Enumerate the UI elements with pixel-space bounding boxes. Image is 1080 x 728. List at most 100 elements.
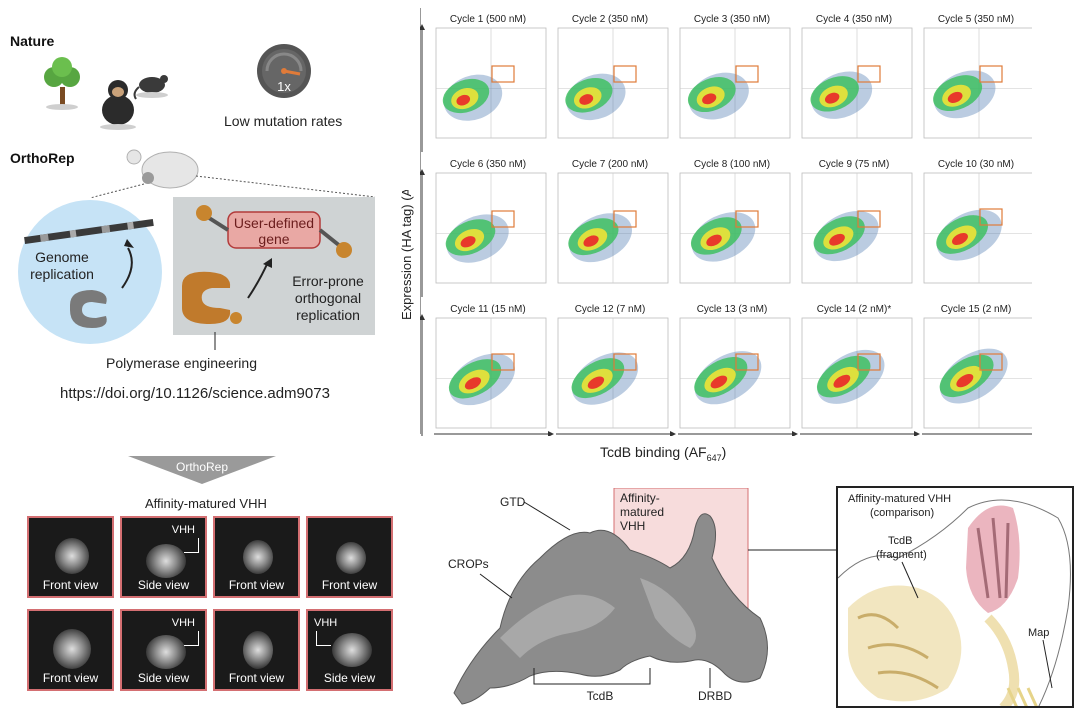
cycle-title: Cycle 15 (2 nM) xyxy=(941,304,1012,315)
flow-plot: Cycle 7 (200 nM) xyxy=(557,159,669,284)
orthorep-diagram: Genome replication User-defined gene Err… xyxy=(18,149,376,350)
flow-plot: Cycle 3 (350 nM) xyxy=(679,14,791,139)
cryo-image-4: Front view xyxy=(306,516,393,598)
cycle-title: Cycle 10 (30 nM) xyxy=(938,159,1014,170)
gate-box xyxy=(735,353,759,371)
flow-plot: Cycle 8 (100 nM) xyxy=(679,159,791,284)
flow-plot: Cycle 15 (2 nM) xyxy=(923,304,1035,429)
genome-label-2: replication xyxy=(30,266,94,282)
low-mutation-label: Low mutation rates xyxy=(224,113,343,129)
tree-icon xyxy=(44,57,80,110)
cycle-title: Cycle 11 (15 nM) xyxy=(450,304,525,315)
cryo-image-2: VHH Side view xyxy=(120,516,207,598)
vhh-label: VHH xyxy=(171,617,195,629)
mutation-gauge-icon: 1x xyxy=(257,44,311,98)
flow-plot: Cycle 4 (350 nM) xyxy=(801,14,913,139)
chromosome-icon xyxy=(24,218,154,245)
error-prone-1: Error-prone xyxy=(292,273,364,289)
density-cloud xyxy=(565,73,626,121)
cycle-title: Cycle 5 (350 nM) xyxy=(938,14,1014,25)
arrow-label: OrthoRep xyxy=(176,460,228,474)
gate-box xyxy=(491,65,515,83)
flow-plot: Cycle 5 (350 nM) xyxy=(923,14,1035,139)
gate-box xyxy=(613,353,637,371)
density-cloud xyxy=(568,213,633,263)
inset-panel: Affinity-matured VHH (comparison) TcdB (… xyxy=(836,486,1074,708)
mouse-icon xyxy=(133,75,168,100)
tcdb-density-map: GTD CROPs Affinity- matured VHH TcdB DRB… xyxy=(448,488,836,705)
cryo-image-5: Front view xyxy=(27,609,114,691)
flow-plot: Cycle 9 (75 nM) xyxy=(801,159,913,284)
vhh-label: VHH xyxy=(171,524,195,536)
cycle-title: Cycle 9 (75 nM) xyxy=(819,159,890,170)
error-prone-3: replication xyxy=(296,307,360,323)
yeast-cell-icon xyxy=(126,149,199,189)
cycle-title: Cycle 7 (200 nM) xyxy=(572,159,648,170)
flow-plot: Cycle 2 (350 nM) xyxy=(557,14,669,139)
flow-plot: Cycle 13 (3 nM) xyxy=(679,304,791,429)
cryo-image-3: Front view xyxy=(213,516,300,598)
affinity-comp-2: (comparison) xyxy=(870,507,934,519)
gate-box xyxy=(979,353,1003,371)
gate-box xyxy=(979,208,1003,226)
error-prone-2: orthogonal xyxy=(295,290,361,306)
x-axis-label: TcdB binding (AF647) xyxy=(600,444,727,463)
genome-label-1: Genome xyxy=(35,249,89,265)
cycle-title: Cycle 3 (350 nM) xyxy=(694,14,770,25)
density-cloud xyxy=(690,212,756,262)
crops-label: CROPs xyxy=(448,557,489,571)
gtd-label: GTD xyxy=(500,495,526,509)
orthorep-heading: OrthoRep xyxy=(10,150,75,166)
polymerase-label: Polymerase engineering xyxy=(106,355,257,371)
gate-box xyxy=(857,353,881,371)
gene-label-2: gene xyxy=(258,231,289,247)
cycle-title: Cycle 2 (350 nM) xyxy=(572,14,648,25)
density-cloud xyxy=(571,352,639,405)
drbd-label: DRBD xyxy=(698,689,732,703)
flow-plot: Cycle 12 (7 nM) xyxy=(557,304,669,429)
density-cloud xyxy=(816,349,885,404)
density-cloud xyxy=(694,351,762,405)
density-cloud xyxy=(442,74,503,121)
gate-box xyxy=(857,210,881,228)
cryo-title: Affinity-matured VHH xyxy=(145,496,267,511)
nature-heading: Nature xyxy=(10,33,55,49)
density-cloud xyxy=(813,210,879,262)
density-cloud xyxy=(448,353,515,406)
affinity-label-3: VHH xyxy=(620,519,645,533)
tcdb-frag-2: (fragment) xyxy=(876,549,927,561)
cycle-title: Cycle 6 (350 nM) xyxy=(450,159,526,170)
gate-box xyxy=(735,210,759,228)
view-label: Front view xyxy=(228,578,285,592)
tcdb-label: TcdB xyxy=(587,689,614,703)
gauge-value: 1x xyxy=(277,79,291,94)
cycle-title: Cycle 12 (7 nM) xyxy=(575,304,646,315)
flow-plot: Cycle 14 (2 nM)* xyxy=(801,304,913,429)
gene-label-1: User-defined xyxy=(234,215,314,231)
view-label: Side view xyxy=(323,671,376,685)
gate-box xyxy=(613,210,637,228)
density-cloud xyxy=(687,72,749,120)
gate-box xyxy=(613,65,637,83)
flow-cytometry-grid: Cycle 1 (500 nM) Cycle 2 (350 nM) Cycle 3 … xyxy=(419,8,1042,442)
map-label: Map xyxy=(1028,627,1049,639)
density-cloud xyxy=(936,209,1002,261)
orthogonal-polymerase-icon xyxy=(182,271,231,324)
view-label: Side view xyxy=(137,671,190,685)
cryo-image-7: Front view xyxy=(213,609,300,691)
view-label: Front view xyxy=(321,578,378,592)
affinity-comp-1: Affinity-matured VHH xyxy=(848,493,951,505)
view-label: Front view xyxy=(42,671,99,685)
gate-box xyxy=(735,65,759,83)
cycle-title: Cycle 1 (500 nM) xyxy=(450,14,526,25)
chimpanzee-icon xyxy=(100,80,136,130)
gate-box xyxy=(491,353,515,371)
tcdb-fragment-ribbon xyxy=(848,585,962,702)
affinity-label-1: Affinity- xyxy=(620,491,660,505)
flow-plot: Cycle 10 (30 nM) xyxy=(923,159,1035,284)
affinity-label-2: matured xyxy=(620,505,664,519)
orthorep-arrow-icon: OrthoRep xyxy=(128,456,276,484)
doi-link[interactable]: https://doi.org/10.1126/science.adm9073 xyxy=(60,385,330,402)
native-polymerase-icon xyxy=(70,290,107,328)
tcdb-frag-1: TcdB xyxy=(888,535,912,547)
